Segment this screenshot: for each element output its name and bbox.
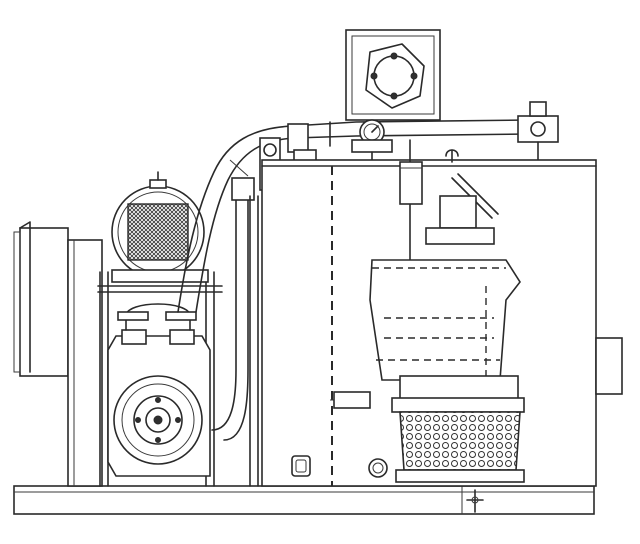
suction-hose	[211, 177, 255, 441]
submersible-pump	[369, 173, 525, 413]
lift-point-icon	[466, 489, 484, 513]
base-skid	[13, 485, 595, 515]
lift-hook	[445, 149, 459, 163]
gate-valve	[345, 29, 441, 121]
relief-valve	[517, 101, 559, 163]
control-panel	[13, 221, 69, 377]
level-float	[399, 139, 423, 265]
pressure-gauge	[351, 119, 393, 161]
conduit	[249, 195, 371, 487]
centrifugal-pump	[107, 303, 211, 477]
motor	[111, 171, 209, 283]
pump-strainer	[395, 411, 525, 483]
